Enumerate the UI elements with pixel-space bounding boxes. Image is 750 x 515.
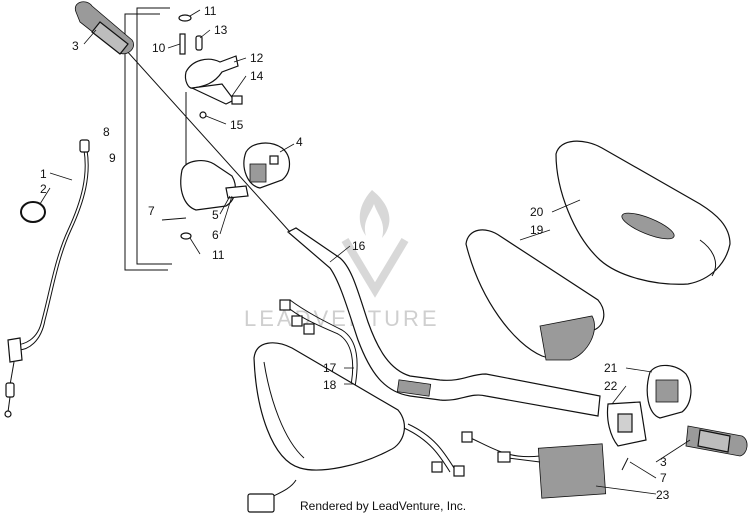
watermark-text: LEADVENTURE [244,306,440,331]
callout-5: 5 [212,208,219,222]
footer-credit: Rendered by LeadVenture, Inc. [300,499,466,513]
heater-pad-19 [465,229,605,361]
callout-17: 17 [323,361,337,375]
grip-left [74,1,134,55]
handlebar-grip-band [396,379,432,397]
callout-21: 21 [604,361,618,375]
watermark-v-icon [341,237,409,298]
callout-labels: 3 11 13 10 12 14 15 8 4 9 1 2 7 5 6 11 1… [40,4,670,502]
callout-14: 14 [250,69,264,83]
callout-3-top: 3 [72,39,79,53]
leader-lines [39,9,691,495]
bracket-8-9 [124,7,172,271]
callout-16: 16 [352,239,366,253]
callout-7-left: 7 [148,204,155,218]
throttle-cable [4,139,90,418]
throttle-lever-assembly [178,14,243,165]
callout-18: 18 [323,378,337,392]
callout-15: 15 [230,118,244,132]
callout-11-bottom: 11 [212,248,225,262]
callout-7-right: 7 [660,471,667,485]
callout-2: 2 [40,182,47,196]
watermark: LEADVENTURE [244,190,440,331]
handlebar [125,49,601,417]
callout-10: 10 [152,41,166,55]
callout-1: 1 [40,167,47,181]
callout-9: 9 [109,151,116,165]
callout-23: 23 [656,488,670,502]
grip-right [685,425,748,457]
heating-element [497,443,607,499]
callout-4: 4 [296,135,303,149]
callout-3-bottom: 3 [660,455,667,469]
callout-22: 22 [604,379,618,393]
callout-13: 13 [214,23,228,37]
callout-11-top: 11 [204,4,217,18]
switch-housing-right [606,364,692,471]
throttle-housing [161,160,249,240]
heater-pad-left [253,342,406,471]
callout-19: 19 [530,223,544,237]
switch-housing-left [243,142,291,189]
grip-cover-20 [555,140,731,285]
callout-12: 12 [250,51,264,65]
callout-8: 8 [103,125,110,139]
callout-6: 6 [212,228,219,242]
callout-20: 20 [530,205,544,219]
watermark-flame-icon [359,190,390,238]
